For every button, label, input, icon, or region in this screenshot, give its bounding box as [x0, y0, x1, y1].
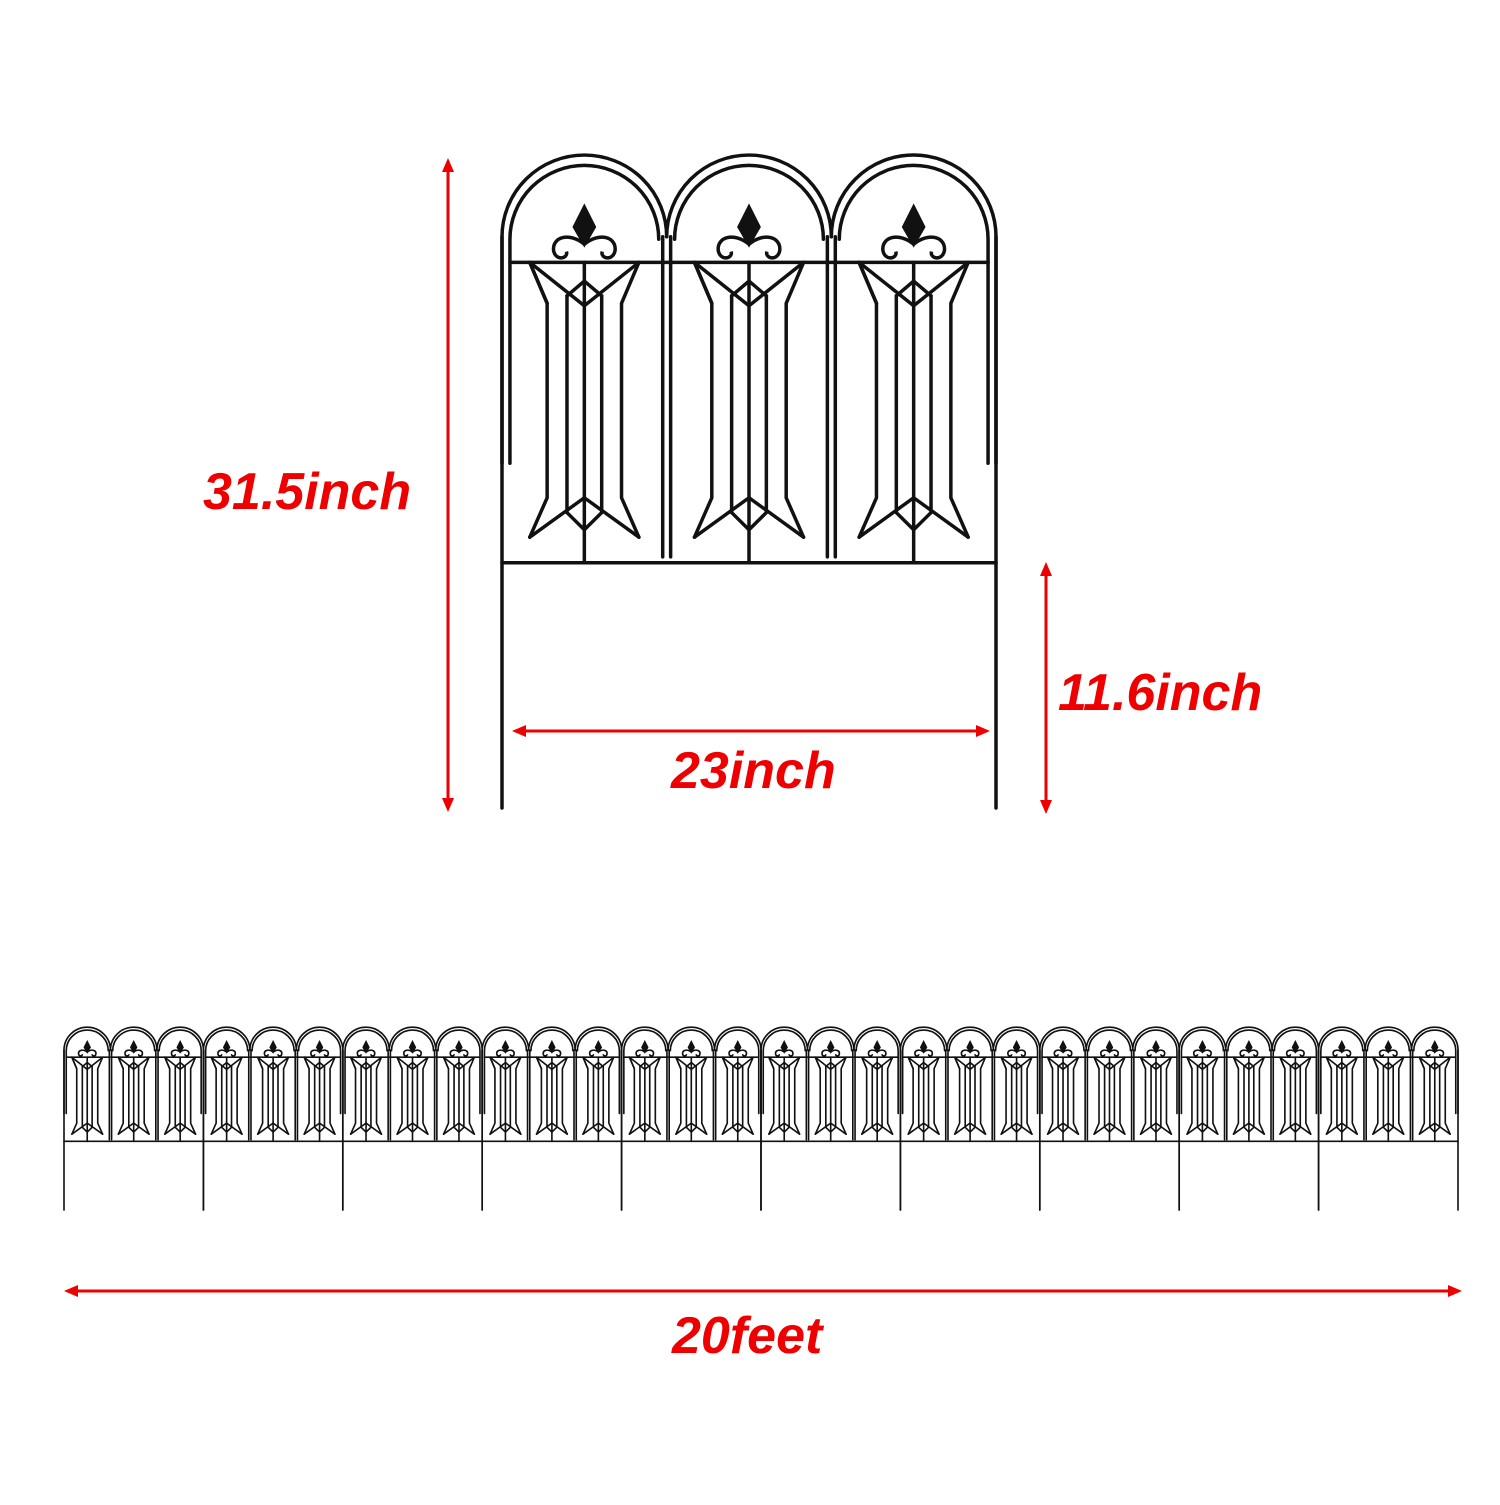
total-length-dimension-label: 20feet: [672, 1307, 823, 1365]
bay-pattern: [528, 205, 641, 565]
total-length-dimension-arrow: [64, 1285, 1462, 1297]
row-fence-panel: [481, 1026, 623, 1211]
single-fence-panel: [500, 153, 998, 810]
arrow-head: [1040, 800, 1052, 814]
row-fence-panel: [899, 1026, 1041, 1211]
panel-width-dimension-label: 23inch: [671, 742, 836, 800]
arrow-head: [1040, 562, 1052, 576]
row-fence-panel: [202, 1026, 344, 1211]
height-dimension-arrow: [442, 158, 454, 812]
bay-pattern: [857, 205, 970, 565]
arrow-head: [512, 725, 526, 737]
arrow-head: [442, 798, 454, 812]
row-fence-panel: [760, 1026, 902, 1211]
arrow-head: [64, 1285, 78, 1297]
height-dimension-label: 31.5inch: [203, 463, 412, 521]
arrow-head: [442, 158, 454, 172]
row-fence-panel: [620, 1026, 762, 1211]
bay-pattern: [692, 205, 806, 565]
leg-length-dimension-arrow: [1040, 562, 1052, 814]
panel-bay: [692, 205, 806, 565]
row-fence-panel: [1178, 1026, 1320, 1211]
arrow-head: [1448, 1285, 1462, 1297]
arrow-head: [976, 725, 990, 737]
row-fence-panel: [1317, 1026, 1459, 1211]
row-fence-panel: [1038, 1026, 1181, 1211]
panel-bay: [528, 205, 641, 565]
panel-bay: [857, 205, 970, 565]
leg-length-dimension-label: 11.6inch: [1058, 664, 1263, 722]
panel-width-dimension-arrow: [512, 725, 990, 737]
row-fence-panel: [63, 1026, 205, 1211]
row-fence-panel: [341, 1026, 484, 1211]
